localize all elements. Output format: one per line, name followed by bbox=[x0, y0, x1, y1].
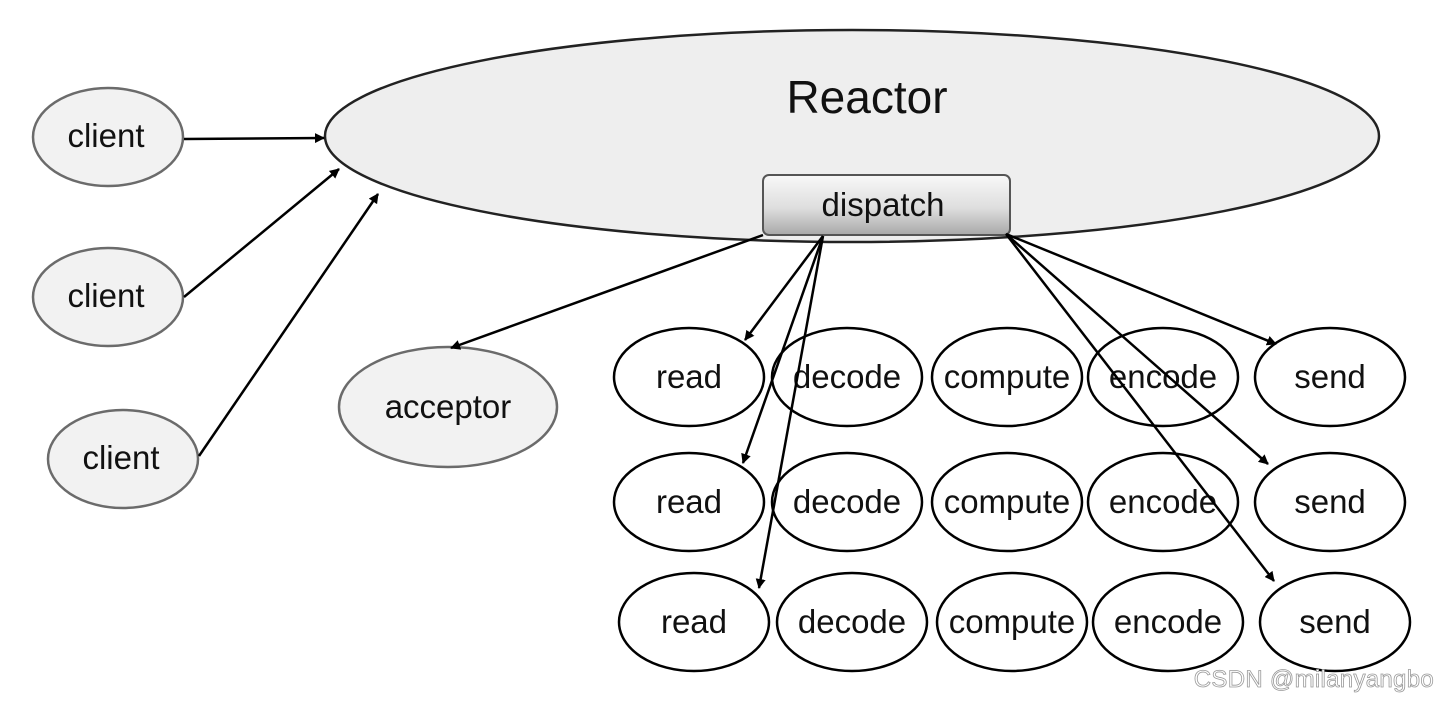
reactor-node: Reactor bbox=[323, 28, 1381, 244]
handler-compute-node: compute bbox=[930, 326, 1084, 428]
arrow-client3-to-reactor bbox=[197, 193, 380, 457]
handler-label: encode bbox=[1114, 603, 1222, 640]
handler-label: read bbox=[656, 483, 722, 520]
handler-label: compute bbox=[949, 603, 1076, 640]
handler-compute-node: compute bbox=[935, 571, 1089, 673]
dispatch-label: dispatch bbox=[822, 186, 945, 223]
handler-send-node: send bbox=[1253, 326, 1407, 428]
acceptor-node: acceptor bbox=[337, 345, 559, 469]
handler-grid: read decode compute encode send read decode com… bbox=[612, 326, 1412, 673]
arrow-dispatch-to-send-3 bbox=[1005, 233, 1275, 582]
handler-label: compute bbox=[944, 358, 1071, 395]
handler-label: send bbox=[1294, 483, 1366, 520]
handler-decode-node: decode bbox=[770, 326, 924, 428]
handler-read-node: read bbox=[617, 571, 771, 673]
handler-decode-node: decode bbox=[770, 451, 924, 553]
client-node: client bbox=[31, 86, 185, 188]
handler-label: decode bbox=[793, 483, 901, 520]
handler-label: decode bbox=[798, 603, 906, 640]
watermark: CSDN @milanyangbo bbox=[1193, 666, 1434, 694]
arrow-dispatch-to-send-2 bbox=[1005, 233, 1269, 465]
client-node: client bbox=[31, 246, 185, 348]
handler-send-node: send bbox=[1253, 451, 1407, 553]
arrow-dispatch-to-read-1 bbox=[744, 235, 824, 341]
handler-compute-node: compute bbox=[930, 451, 1084, 553]
handler-label: encode bbox=[1109, 483, 1217, 520]
arrow-dispatch-to-read-3 bbox=[755, 235, 825, 589]
handler-label: send bbox=[1294, 358, 1366, 395]
client-node: client bbox=[46, 408, 200, 510]
connector-arrows bbox=[183, 133, 1277, 589]
handler-label: read bbox=[656, 358, 722, 395]
handler-encode-node: encode bbox=[1086, 326, 1240, 428]
handler-read-node: read bbox=[612, 326, 766, 428]
arrow-client2-to-reactor bbox=[183, 168, 340, 298]
handler-read-node: read bbox=[612, 451, 766, 553]
arrow-dispatch-to-read-2 bbox=[741, 235, 825, 464]
handler-encode-node: encode bbox=[1086, 451, 1240, 553]
handler-encode-node: encode bbox=[1091, 571, 1245, 673]
arrow-client1-to-reactor bbox=[183, 133, 325, 144]
reactor-title: Reactor bbox=[786, 71, 947, 123]
acceptor-label: acceptor bbox=[385, 388, 512, 425]
handler-send-node: send bbox=[1258, 571, 1412, 673]
client-label: client bbox=[82, 439, 159, 476]
handler-label: send bbox=[1299, 603, 1371, 640]
arrow-dispatch-to-send-1 bbox=[1005, 232, 1277, 346]
dispatch-node: dispatch bbox=[762, 174, 1011, 236]
arrow-dispatch-to-acceptor bbox=[450, 233, 764, 350]
client-label: client bbox=[67, 117, 144, 154]
handler-label: decode bbox=[793, 358, 901, 395]
handler-label: read bbox=[661, 603, 727, 640]
handler-decode-node: decode bbox=[775, 571, 929, 673]
handler-label: compute bbox=[944, 483, 1071, 520]
client-label: client bbox=[67, 277, 144, 314]
